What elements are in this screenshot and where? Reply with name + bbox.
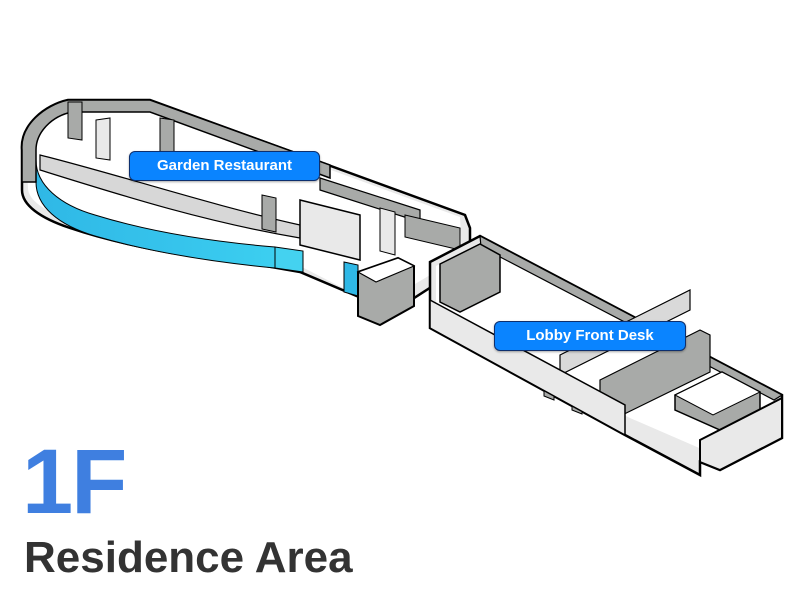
lobby-room-end-top <box>673 371 762 416</box>
lobby-end-face <box>699 396 783 472</box>
room-label-garden-restaurant[interactable]: Garden Restaurant <box>129 151 320 181</box>
lobby-front-face <box>429 298 626 437</box>
glass-curtain-wall-end <box>274 246 304 273</box>
partition-wall-d <box>261 194 277 233</box>
link-block-top <box>356 257 416 283</box>
left-wing <box>20 98 472 327</box>
glass-panel-small <box>343 261 359 297</box>
partition-wall-e <box>299 199 361 261</box>
floor-number: 1F <box>22 431 127 533</box>
area-name: Residence Area <box>24 533 353 582</box>
room-label-lobby-front-desk[interactable]: Lobby Front Desk <box>494 321 686 351</box>
partition-wall-a <box>67 101 83 141</box>
partition-wall-b <box>95 117 111 161</box>
left-wing-back-wall <box>21 99 331 183</box>
lobby-wall-left <box>439 243 501 313</box>
partition-wall-g <box>379 207 396 256</box>
right-wing <box>428 234 784 478</box>
